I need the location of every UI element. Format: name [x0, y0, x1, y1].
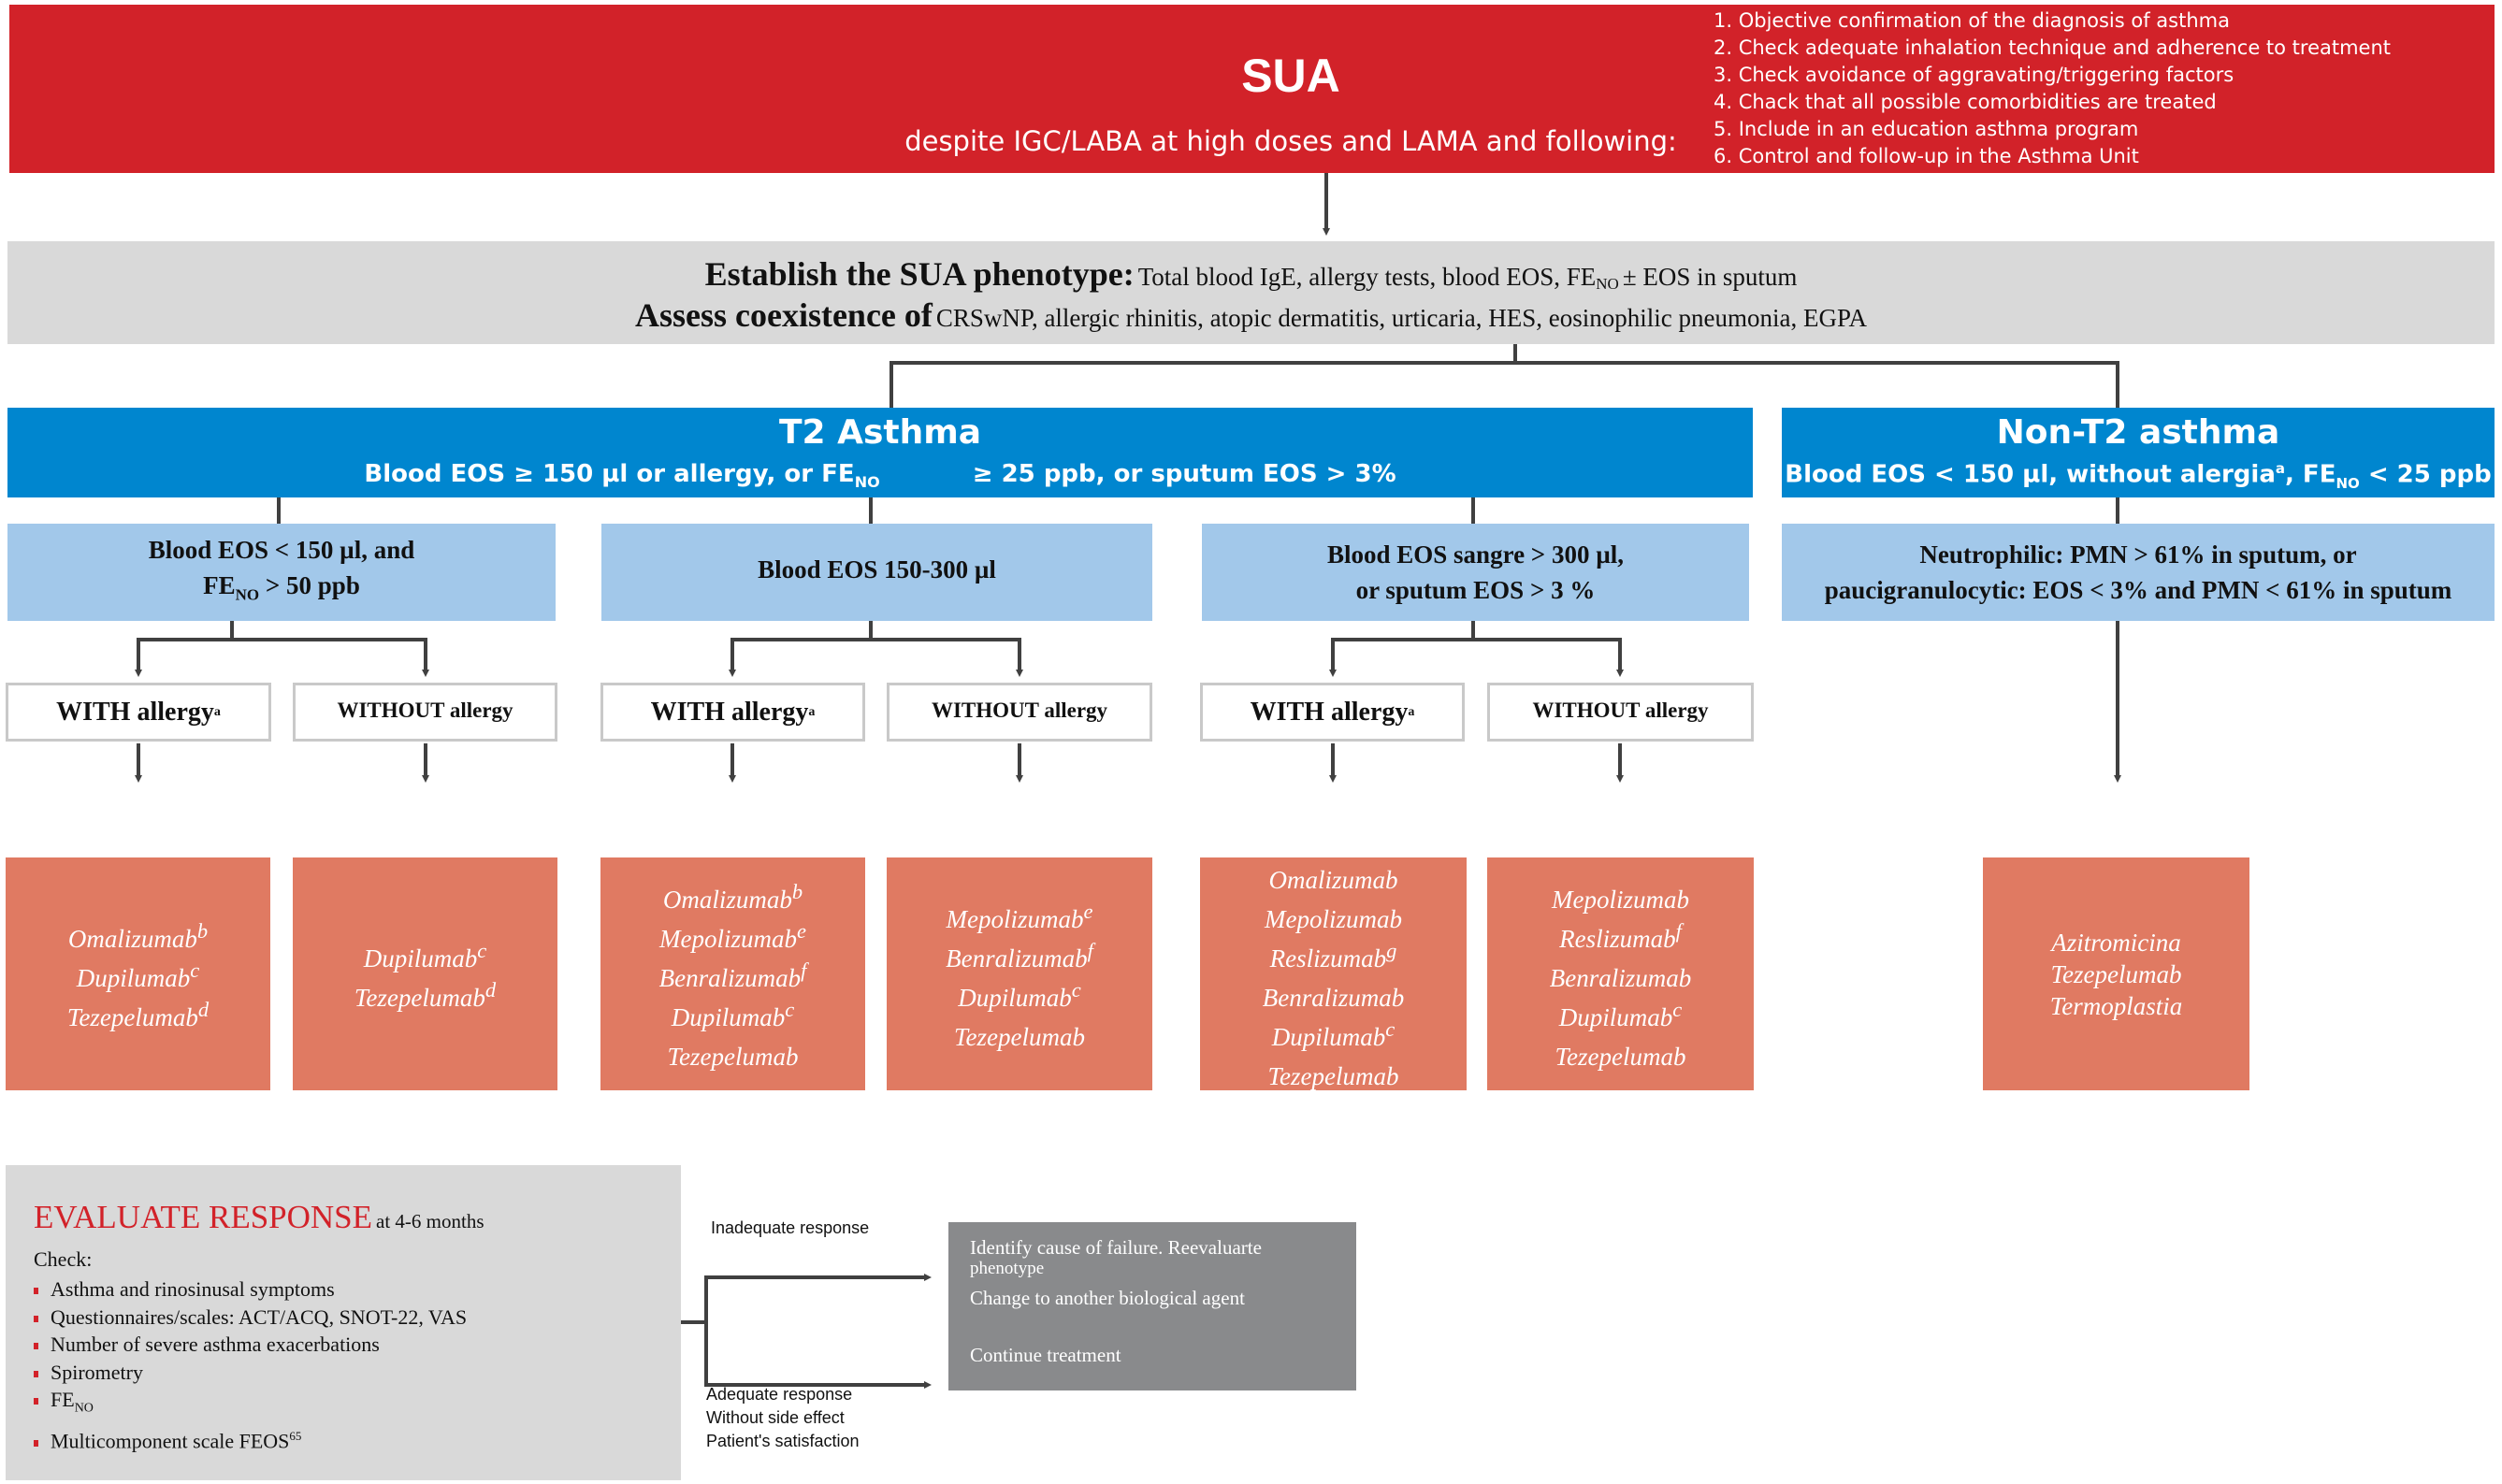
bullet-icon: [34, 1343, 38, 1350]
phenotype-heading: Establish the SUA phenotype:: [704, 255, 1135, 293]
drug-item: Dupilumabc: [76, 958, 200, 992]
list-item: Spirometry: [34, 1359, 467, 1387]
drug-item: Mepolizumab: [1265, 904, 1402, 933]
drug-item: Tezepelumab: [1267, 1061, 1399, 1090]
drug-item: Tezepelumabd: [66, 997, 210, 1031]
group-eos-over-300: Blood EOS sangre > 300 µl, or sputum EOS…: [1202, 524, 1749, 621]
list-item: FENO: [34, 1386, 467, 1422]
drug-item: Tezepelumab: [1555, 1042, 1686, 1071]
list-item: Number of severe asthma exacerbations: [34, 1331, 467, 1359]
drug-item: Dupilumabc: [958, 977, 1081, 1012]
non-t2-title: Non-T2 asthma: [1996, 413, 2280, 452]
inadequate-response-label: Inadequate response: [711, 1218, 870, 1237]
bullet-icon: [34, 1288, 38, 1295]
bullet-icon: [34, 1439, 38, 1447]
phenotype-line-1: Establish the SUA phenotype: Total blood…: [704, 255, 1798, 294]
drug-item: Benralizumabf: [946, 938, 1093, 973]
connector-phenotype-split: [889, 361, 2119, 408]
drug-box-7: Azitromicina Tezepelumab Termoplastia: [1983, 857, 2249, 1090]
drug-box-4: Mepolizumabe Benralizumabf Dupilumabc Te…: [887, 857, 1152, 1090]
phenotype-line-2: Assess coexistence of CRSwNP, allergic r…: [634, 296, 1868, 334]
checklist-item: 4. Chack that all possible comorbidities…: [1714, 91, 2217, 113]
without-allergy-box-2: WITHOUT allergy: [887, 683, 1152, 742]
drug-item: Dupilumabc: [1271, 1016, 1396, 1051]
list-item: Questionnaires/scales: ACT/ACQ, SNOT-22,…: [34, 1304, 467, 1332]
checklist-item: 2. Check adequate inhalation technique a…: [1714, 36, 2392, 59]
drug-item: Omalizumabb: [67, 918, 209, 953]
t2-criteria: Blood EOS ≥ 150 µl or allergy, or FENO ≥…: [364, 460, 1396, 492]
evaluate-checklist: Asthma and rinosinusal symptoms Question…: [34, 1275, 467, 1455]
drug-item: Dupilumabc: [363, 938, 487, 973]
bullet-icon: [34, 1370, 38, 1377]
t2-asthma-header: T2 Asthma Blood EOS ≥ 150 µl or allergy,…: [7, 408, 1753, 497]
drug-item: Mepolizumab: [1552, 885, 1689, 914]
drug-item: Omalizumab: [1268, 865, 1398, 894]
drug-item: Tezepelumab: [2050, 959, 2182, 988]
checklist-item: 1. Objective confirmation of the diagnos…: [1714, 9, 2230, 32]
group-eos-under-150: Blood EOS < 150 µl, and FENO > 50 ppb: [7, 524, 556, 621]
drug-item: Tezepelumabd: [354, 977, 497, 1012]
drug-item: Tezepelumab: [667, 1042, 799, 1071]
drug-item: Azitromicina: [2051, 928, 2181, 957]
drug-item: Reslizumabf: [1559, 918, 1682, 953]
drug-item: Omalizumabb: [662, 879, 803, 914]
drug-item: Benralizumabf: [658, 958, 807, 992]
drug-item: Benralizumab: [1549, 963, 1692, 992]
non-t2-asthma-header: Non-T2 asthma Blood EOS < 150 µl, withou…: [1782, 408, 2495, 497]
drug-box-3: Omalizumabb Mepolizumabe Benralizumabf D…: [600, 857, 865, 1090]
sua-header: [9, 5, 2495, 173]
group-eos-150-300: Blood EOS 150-300 µl: [601, 524, 1152, 621]
coexistence-heading: Assess coexistence of: [634, 296, 933, 334]
sua-title: SUA: [1241, 50, 1340, 102]
list-item: Multicomponent scale FEOS65: [34, 1422, 467, 1455]
drug-box-2: Dupilumabc Tezepelumabd: [293, 857, 557, 1090]
without-allergy-box-3: WITHOUT allergy: [1487, 683, 1754, 742]
group-neutrophilic: Neutrophilic: PMN > 61% in sputum, or pa…: [1782, 524, 2495, 621]
drug-item: Dupilumabc: [671, 997, 795, 1031]
bullet-icon: [34, 1315, 38, 1322]
adequate-response-label: Adequate response Without side effect Pa…: [706, 1385, 860, 1450]
non-t2-criteria: Blood EOS < 150 µl, without alergiaa, FE…: [1785, 460, 2492, 492]
evaluate-check-label: Check:: [34, 1247, 93, 1271]
drug-box-1: Omalizumabb Dupilumabc Tezepelumabd: [6, 857, 270, 1090]
evaluate-title: EVALUATE RESPONSE at 4-6 months: [34, 1199, 484, 1235]
bullet-icon: [34, 1398, 38, 1405]
drug-box-5: Omalizumab Mepolizumab Reslizumabg Benra…: [1200, 857, 1467, 1090]
drug-box-6: Mepolizumab Reslizumabf Benralizumab Dup…: [1487, 857, 1754, 1090]
prerequisite-checklist: 1. Objective confirmation of the diagnos…: [1714, 7, 2391, 170]
drug-item: Tezepelumab: [954, 1022, 1085, 1051]
drug-item: Benralizumab: [1262, 983, 1405, 1012]
drug-item: Dupilumabc: [1558, 997, 1683, 1031]
phenotype-box: Establish the SUA phenotype: Total blood…: [7, 241, 2495, 344]
drug-item: Mepolizumabe: [946, 899, 1093, 933]
drug-item: Reslizumabg: [1269, 938, 1397, 973]
list-item: Asthma and rinosinusal symptoms: [34, 1275, 467, 1304]
without-allergy-box-1: WITHOUT allergy: [293, 683, 557, 742]
drug-item: Termoplastia: [2049, 991, 2183, 1020]
checklist-item: 5. Include in an education asthma progra…: [1714, 118, 2139, 140]
t2-title: T2 Asthma: [778, 413, 982, 452]
checklist-item: 6. Control and follow-up in the Asthma U…: [1714, 145, 2139, 167]
checklist-item: 3. Check avoidance of aggravating/trigge…: [1714, 64, 2234, 86]
drug-item: Mepolizumabe: [659, 918, 806, 953]
evaluate-response-box: EVALUATE RESPONSE at 4-6 months Check: A…: [6, 1165, 681, 1480]
sua-subtitle: despite IGC/LABA at high doses and LAMA …: [904, 125, 1677, 157]
response-action-box: Identify cause of failure. Reevaluarte p…: [948, 1222, 1356, 1390]
